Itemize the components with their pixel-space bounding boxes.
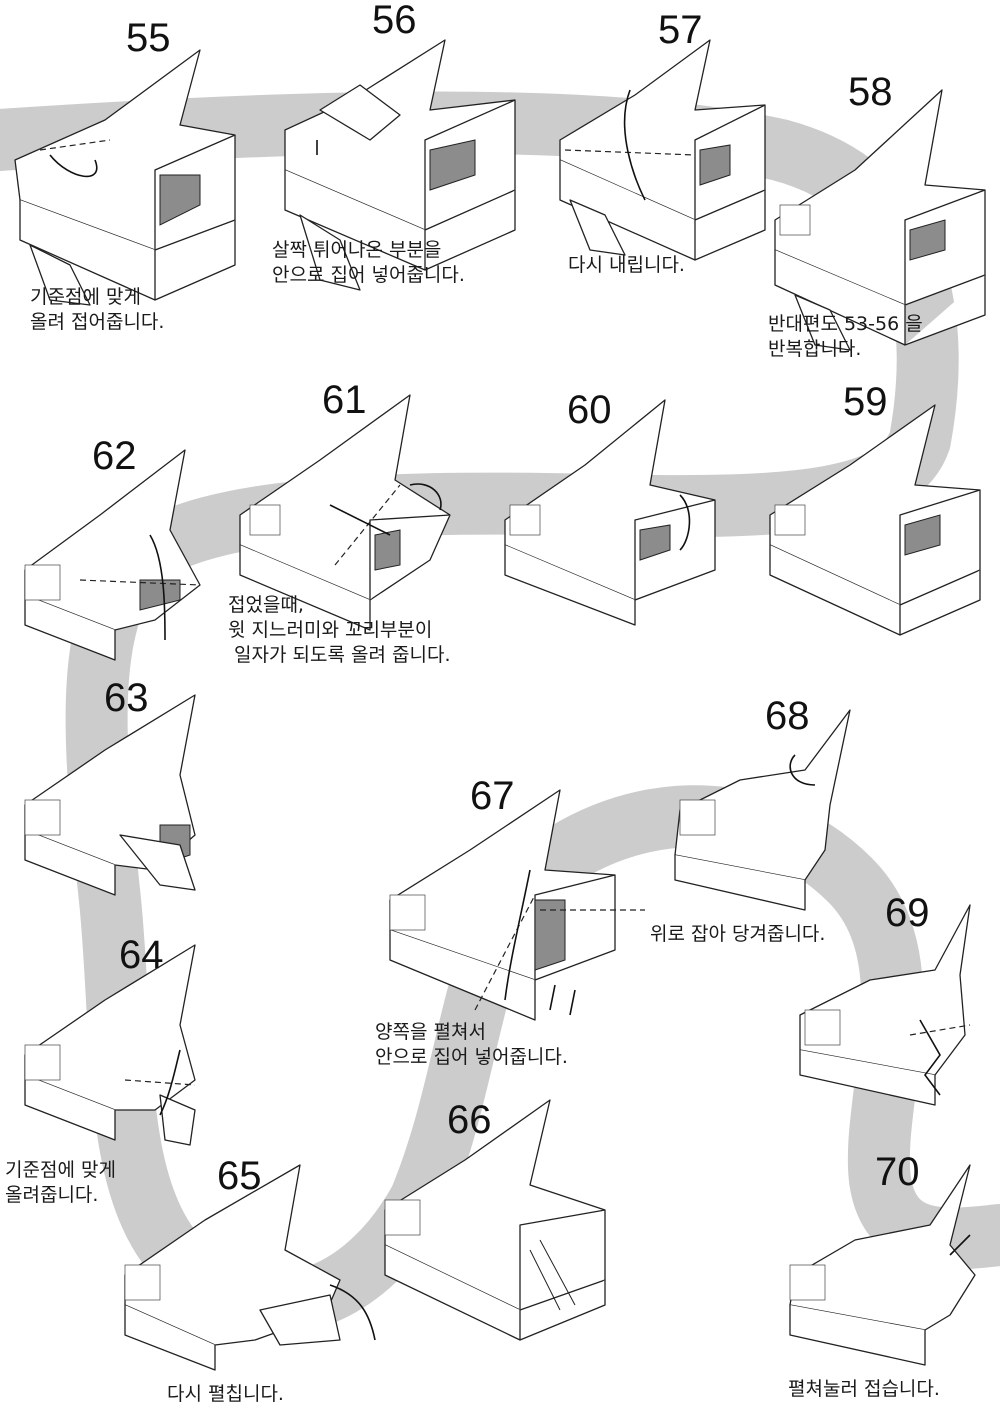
step-number-63: 63 xyxy=(104,676,149,720)
step-number-67: 67 xyxy=(470,774,515,818)
step-number-59: 59 xyxy=(843,380,888,424)
caption-step-58: 반대편도 53-56 을 반복합니다. xyxy=(768,313,923,361)
figure-step-58 xyxy=(774,89,986,351)
step-number-55: 55 xyxy=(126,16,171,60)
caption-step-67: 양쪽을 펼쳐서 안으로 집어 넣어줍니다. xyxy=(375,1021,568,1069)
step-number-70: 70 xyxy=(875,1150,920,1194)
step-number-56: 56 xyxy=(372,0,417,42)
figure-step-57 xyxy=(559,39,766,261)
caption-step-65: 다시 펼칩니다. xyxy=(167,1383,284,1405)
step-number-69: 69 xyxy=(885,891,930,935)
caption-step-64: 기준점에 맞게 올려줍니다. xyxy=(5,1159,116,1207)
step-number-65: 65 xyxy=(217,1154,262,1198)
figure-step-66 xyxy=(384,1099,606,1341)
figure-step-61 xyxy=(239,394,451,631)
step-number-58: 58 xyxy=(848,70,893,114)
caption-step-55: 기준점에 맞게 올려 접어줍니다. xyxy=(30,286,165,334)
step-number-62: 62 xyxy=(92,434,137,478)
figure-step-67 xyxy=(389,789,645,1021)
step-number-66: 66 xyxy=(447,1098,492,1142)
figure-step-69 xyxy=(799,904,971,1106)
figure-step-62 xyxy=(24,449,201,661)
figure-step-65 xyxy=(124,1164,376,1371)
figure-step-64 xyxy=(24,944,196,1146)
caption-step-61: 접었을때, 윗 지느러미와 꼬리부분이 일자가 되도록 올려 줍니다. xyxy=(228,594,451,667)
figure-step-63 xyxy=(24,694,196,896)
caption-step-57: 다시 내립니다. xyxy=(568,254,685,276)
figure-step-70 xyxy=(789,1164,976,1366)
step-number-60: 60 xyxy=(567,388,612,432)
caption-step-56: 살짝 튀어나온 부분을 안으로 집어 넣어줍니다. xyxy=(272,239,465,287)
caption-step-70: 펼쳐눌러 접습니다. xyxy=(788,1378,940,1400)
step-number-64: 64 xyxy=(119,933,164,977)
step-number-68: 68 xyxy=(765,694,810,738)
figure-step-68 xyxy=(674,709,851,911)
figure-step-59 xyxy=(769,404,981,636)
caption-step-68: 위로 잡아 당겨줍니다. xyxy=(650,923,826,945)
figure-step-55 xyxy=(14,49,236,306)
step-number-61: 61 xyxy=(322,378,367,422)
figure-step-56 xyxy=(284,39,516,291)
figure-step-60 xyxy=(504,399,716,626)
step-number-57: 57 xyxy=(658,8,703,52)
